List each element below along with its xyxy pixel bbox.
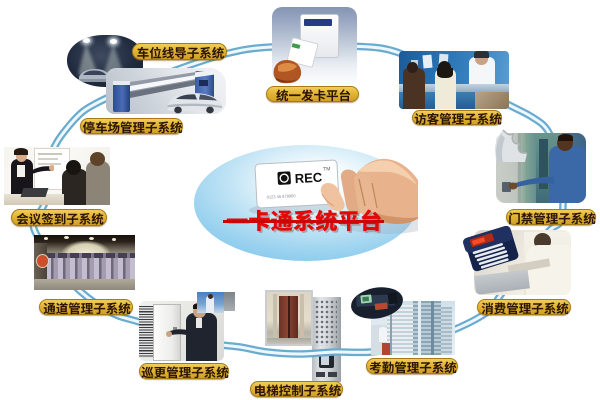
svg-text:TM: TM xyxy=(323,166,331,172)
svg-text:0123 45 678900: 0123 45 678900 xyxy=(267,193,297,200)
svg-text:REC: REC xyxy=(294,170,323,186)
